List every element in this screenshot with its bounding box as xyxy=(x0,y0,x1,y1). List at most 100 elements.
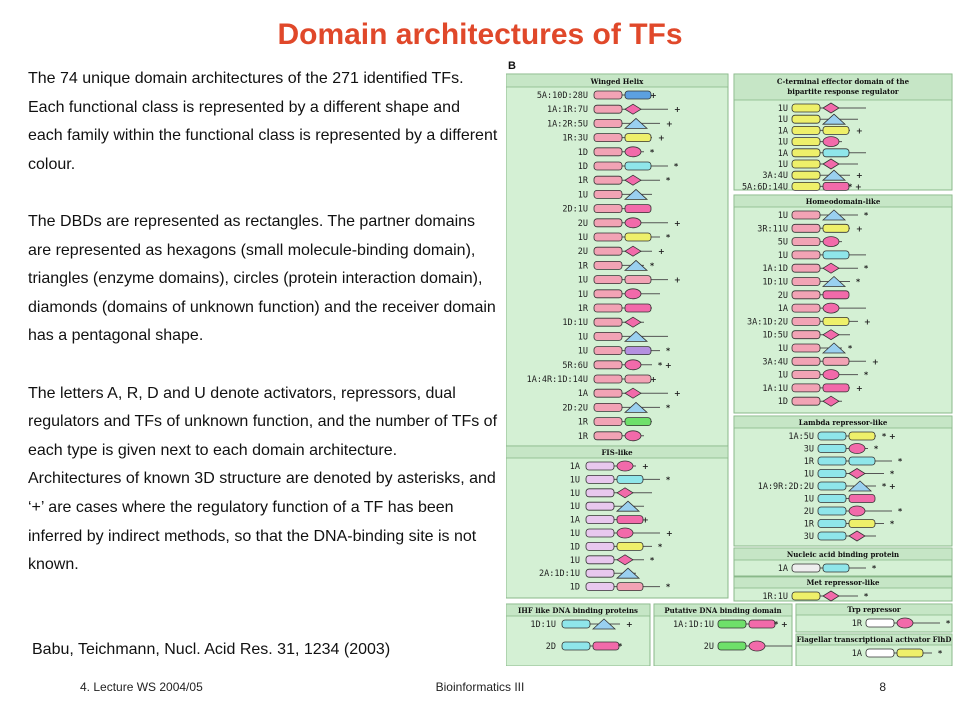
family-title: Putative DNA binding domain xyxy=(664,606,781,615)
architecture-annotation-mark: * xyxy=(856,278,861,287)
dbd-rectangle xyxy=(817,494,847,503)
dbd-rectangle xyxy=(593,119,623,128)
architecture-annotation-mark: + xyxy=(674,219,681,228)
paragraph-dbd-shapes: The DBDs are represented as rectangles. … xyxy=(28,212,496,345)
panel-label-b: B xyxy=(508,60,516,72)
dbd-rectangle xyxy=(593,289,623,299)
architecture-count-label: 1U xyxy=(570,556,580,566)
family-panel-header xyxy=(506,603,651,617)
partner-domain-triangle xyxy=(821,275,847,287)
architecture-count-label: 1U xyxy=(804,495,814,505)
architecture-count-label: 1U xyxy=(570,529,580,539)
architecture-count-label: 2U xyxy=(804,507,814,517)
partner-domain-diamond xyxy=(616,554,634,566)
architecture-count-label: 1U xyxy=(778,344,788,354)
architecture-annotation-mark: * xyxy=(666,176,671,185)
family-title: bipartite response regulator xyxy=(787,87,898,96)
partner-domain-triangle xyxy=(591,618,617,630)
dbd-rectangle xyxy=(561,619,591,629)
partner-domain-hexagon xyxy=(624,161,652,171)
architecture-count-label: 1A:2R:5U xyxy=(547,119,588,129)
architecture-annotation-mark: * xyxy=(658,542,663,551)
partner-domain-diamond xyxy=(822,158,840,170)
dbd-rectangle xyxy=(585,528,615,538)
architecture-count-label: 1A xyxy=(578,389,588,399)
dbd-rectangle xyxy=(791,303,821,313)
partner-domain-circle xyxy=(748,640,766,652)
page-number: 8 xyxy=(879,680,886,694)
dbd-rectangle xyxy=(593,275,623,285)
partner-domain-triangle xyxy=(623,330,649,342)
architecture-annotation-mark: * xyxy=(618,642,623,651)
dbd-rectangle xyxy=(791,383,821,393)
architecture-count-label: 1A:1D:1U xyxy=(673,620,714,630)
dbd-rectangle xyxy=(585,488,615,498)
dbd-rectangle xyxy=(791,356,821,366)
architecture-annotation-mark: * + xyxy=(658,361,672,370)
architecture-annotation-mark: + xyxy=(856,171,863,180)
family-title: Met repressor-like xyxy=(807,578,880,587)
architecture-annotation-mark: + xyxy=(674,389,681,398)
architecture-count-label: 2D:1U xyxy=(562,205,588,215)
dbd-rectangle xyxy=(817,444,847,453)
architecture-annotation-mark: * + xyxy=(882,432,896,441)
architecture-count-label: 1A xyxy=(778,149,788,159)
footer-lecture: 4. Lecture WS 2004/05 xyxy=(80,680,203,694)
architecture-count-label: 1R:1U xyxy=(762,592,788,602)
architecture-annotation-mark: * xyxy=(890,470,895,479)
dbd-rectangle xyxy=(585,568,615,578)
architecture-annotation-mark: * xyxy=(874,445,879,454)
architecture-count-label: 1R xyxy=(852,619,863,629)
partner-domain-hexagon xyxy=(624,133,652,142)
architecture-annotation-mark: * xyxy=(938,649,943,658)
dbd-rectangle xyxy=(593,388,623,398)
architecture-count-label: 3U xyxy=(804,532,814,542)
family-panel-header xyxy=(733,415,953,429)
partner-domain-diamond xyxy=(624,316,642,328)
dbd-rectangle xyxy=(593,303,623,313)
architecture-annotation-mark: * xyxy=(864,592,869,601)
architecture-count-label: 1D xyxy=(778,397,788,407)
architecture-count-label: 1R xyxy=(578,418,589,428)
architecture-annotation-mark: + xyxy=(658,134,665,143)
architecture-count-label: 3A:4U xyxy=(762,357,788,367)
architecture-count-label: 1D:1U xyxy=(762,278,788,288)
partner-domain-hexagon xyxy=(822,383,850,393)
architecture-annotation-mark: * xyxy=(674,162,679,171)
dbd-rectangle xyxy=(593,161,623,171)
architecture-count-label: 1A xyxy=(852,649,862,659)
architecture-count-label: 2U xyxy=(704,642,714,652)
partner-domain-circle xyxy=(822,369,840,381)
family-panel-header xyxy=(506,73,729,88)
partner-domain-hexagon xyxy=(624,374,652,384)
dbd-rectangle xyxy=(817,431,847,441)
partner-domain-triangle xyxy=(615,500,641,512)
architecture-annotation-mark: * xyxy=(666,403,671,412)
partner-domain-triangle xyxy=(821,113,847,125)
partner-domain-circle xyxy=(624,430,642,442)
architecture-annotation-mark: + xyxy=(674,276,681,285)
partner-domain-hexagon xyxy=(896,648,924,658)
dbd-rectangle xyxy=(791,290,821,300)
architecture-count-label: 1U xyxy=(570,475,580,485)
partner-domain-hexagon xyxy=(848,519,876,528)
slide-title: Domain architectures of TFs xyxy=(277,18,683,51)
architecture-annotation-mark: * xyxy=(650,148,655,157)
dbd-rectangle xyxy=(791,114,821,124)
partner-domain-hexagon xyxy=(848,456,876,466)
dbd-rectangle xyxy=(791,182,821,191)
architecture-count-label: 1U xyxy=(578,332,588,342)
dbd-rectangle xyxy=(791,170,821,180)
dbd-rectangle xyxy=(585,501,615,511)
architecture-count-label: 1U xyxy=(570,489,580,499)
architecture-count-label: 3R:11U xyxy=(757,224,788,234)
partner-domain-circle xyxy=(624,359,642,371)
architecture-count-label: 2D xyxy=(546,642,556,652)
dbd-rectangle xyxy=(791,250,821,260)
dbd-rectangle xyxy=(593,360,623,370)
architecture-count-label: 1U xyxy=(778,104,788,114)
partner-domain-hexagon xyxy=(624,346,652,356)
architecture-annotation-mark: + xyxy=(674,105,681,114)
partner-domain-triangle xyxy=(615,567,641,579)
dbd-rectangle xyxy=(791,370,821,380)
